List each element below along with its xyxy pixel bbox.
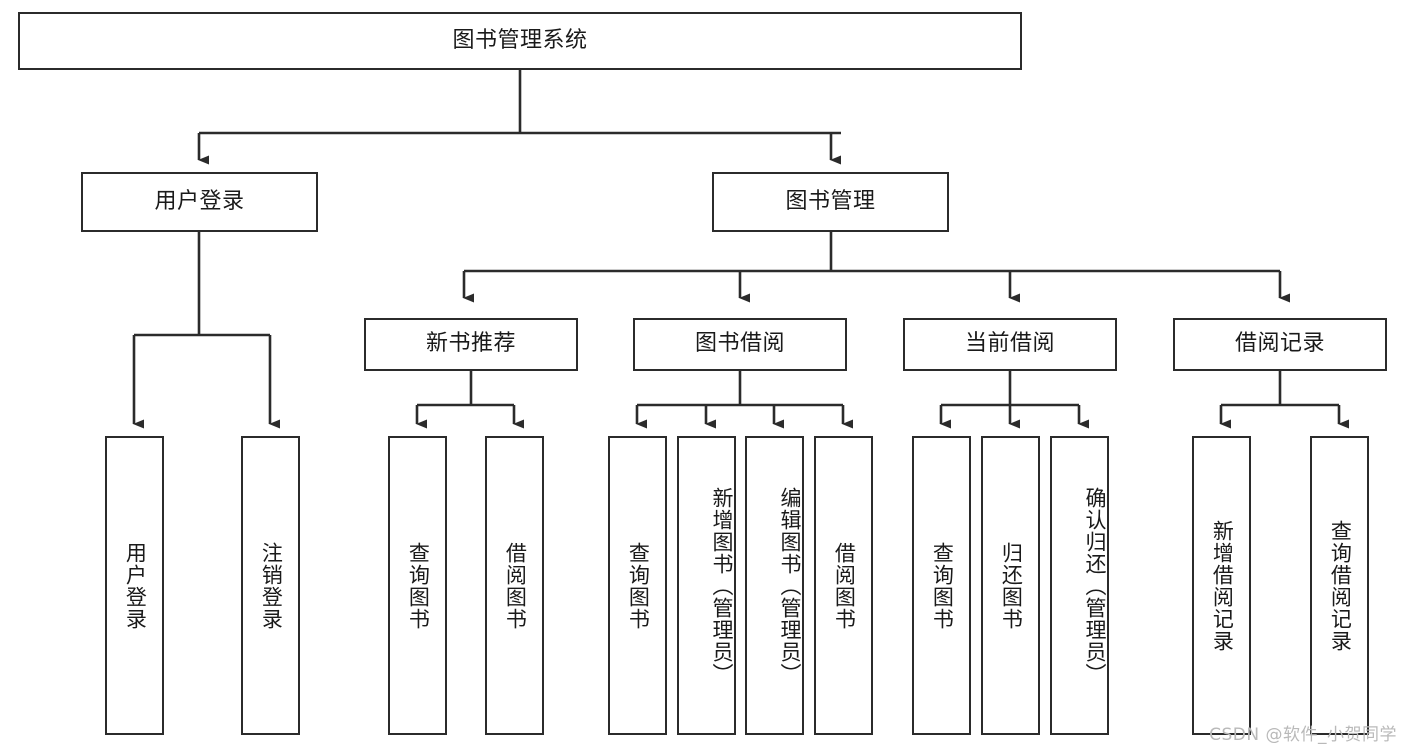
leaf-edit-book-label: 编辑图书（管理员） bbox=[778, 486, 802, 685]
leaf-query-book-current-label: 查询图书 bbox=[930, 541, 955, 630]
leaf-logout[interactable]: 注销登录 bbox=[241, 436, 300, 735]
leaf-borrow-book-label: 借阅图书 bbox=[832, 541, 857, 630]
node-root-system-label: 图书管理系统 bbox=[452, 27, 588, 53]
node-root-system[interactable]: 图书管理系统 bbox=[18, 12, 1022, 70]
leaf-borrow-book[interactable]: 借阅图书 bbox=[814, 436, 873, 735]
node-book-manage-label: 图书管理 bbox=[785, 188, 876, 214]
leaf-query-book-current[interactable]: 查询图书 bbox=[912, 436, 971, 735]
leaf-add-book[interactable]: 新增图书（管理员） bbox=[677, 436, 736, 735]
leaf-logout-label: 注销登录 bbox=[259, 541, 284, 630]
leaf-edit-book[interactable]: 编辑图书（管理员） bbox=[745, 436, 804, 735]
leaf-query-book-recommend[interactable]: 查询图书 bbox=[388, 436, 447, 735]
leaf-return-book[interactable]: 归还图书 bbox=[981, 436, 1040, 735]
leaf-query-book-borrow-label: 查询图书 bbox=[626, 541, 651, 630]
leaf-add-book-label: 新增图书（管理员） bbox=[710, 486, 734, 685]
node-book-borrow-label: 图书借阅 bbox=[694, 331, 785, 357]
leaf-return-book-label: 归还图书 bbox=[999, 541, 1024, 630]
node-borrow-record-label: 借阅记录 bbox=[1234, 331, 1325, 357]
leaf-add-borrow-record[interactable]: 新增借阅记录 bbox=[1192, 436, 1251, 735]
csdn-watermark: CSDN @软件_小贺同学 bbox=[1209, 725, 1397, 745]
leaf-user-login[interactable]: 用户登录 bbox=[105, 436, 164, 735]
leaf-borrow-book-recommend-label: 借阅图书 bbox=[503, 541, 528, 630]
node-book-manage[interactable]: 图书管理 bbox=[712, 172, 949, 232]
node-user-login-label: 用户登录 bbox=[154, 188, 245, 214]
leaf-query-book-recommend-label: 查询图书 bbox=[406, 541, 431, 630]
node-current-borrow[interactable]: 当前借阅 bbox=[903, 318, 1117, 371]
node-user-login[interactable]: 用户登录 bbox=[81, 172, 318, 232]
leaf-confirm-return[interactable]: 确认归还（管理员） bbox=[1050, 436, 1109, 735]
leaf-borrow-book-recommend[interactable]: 借阅图书 bbox=[485, 436, 544, 735]
node-new-book-recommend[interactable]: 新书推荐 bbox=[364, 318, 578, 371]
leaf-add-borrow-record-label: 新增借阅记录 bbox=[1210, 519, 1235, 652]
node-new-book-recommend-label: 新书推荐 bbox=[425, 331, 516, 357]
leaf-query-borrow-record[interactable]: 查询借阅记录 bbox=[1310, 436, 1369, 735]
leaf-user-login-label: 用户登录 bbox=[123, 541, 148, 630]
node-borrow-record[interactable]: 借阅记录 bbox=[1173, 318, 1387, 371]
leaf-query-book-borrow[interactable]: 查询图书 bbox=[608, 436, 667, 735]
leaf-confirm-return-label: 确认归还（管理员） bbox=[1083, 486, 1107, 685]
node-book-borrow[interactable]: 图书借阅 bbox=[633, 318, 847, 371]
leaf-query-borrow-record-label: 查询借阅记录 bbox=[1328, 519, 1353, 652]
node-current-borrow-label: 当前借阅 bbox=[964, 331, 1055, 357]
